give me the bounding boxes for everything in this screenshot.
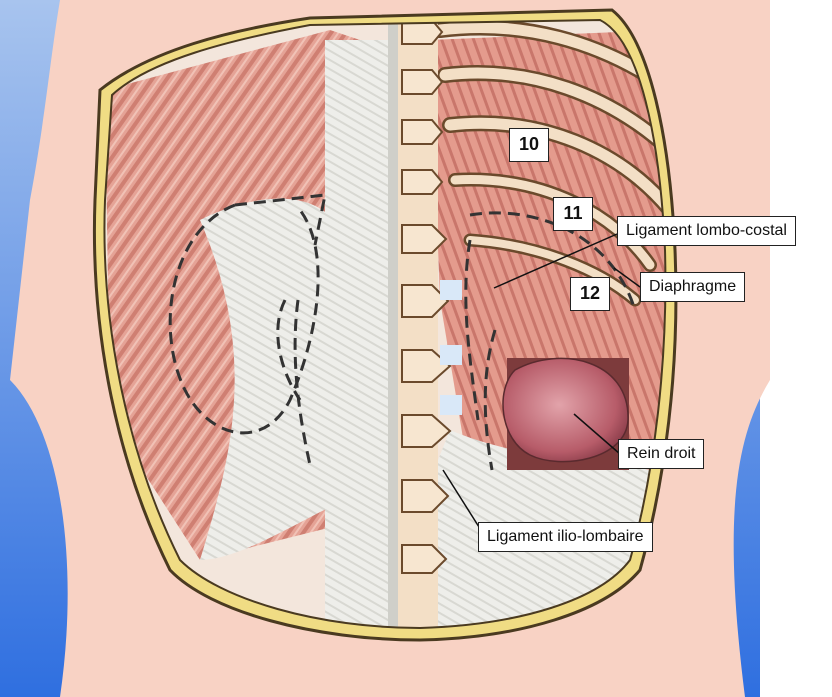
label-ligament-ilio-lombaire: Ligament ilio-lombaire	[478, 522, 653, 552]
leader-lines	[442, 233, 641, 528]
label-diaphragme: Diaphragme	[640, 272, 746, 302]
midline	[388, 20, 398, 628]
label-rein-droit: Rein droit	[618, 439, 705, 469]
rib-number-11: 11	[553, 197, 593, 231]
left-aponeurosis	[200, 198, 345, 561]
right-margin	[760, 0, 832, 697]
ribs	[432, 20, 666, 307]
rib-number-12: 12	[570, 277, 610, 311]
thoracolumbar-fascia	[325, 40, 395, 628]
vertebral-column	[398, 20, 462, 628]
rib-number-10: 10	[509, 128, 549, 162]
kidney	[502, 357, 629, 470]
label-ligament-lombo-costal: Ligament lombo-costal	[617, 216, 796, 246]
section-frame-inner	[103, 18, 667, 630]
